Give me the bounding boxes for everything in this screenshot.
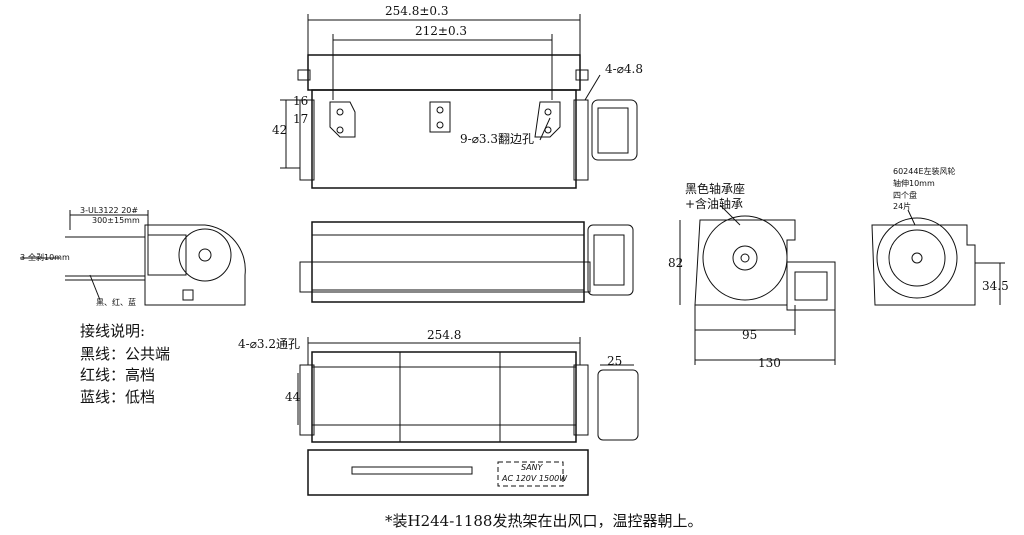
top-view-drawing [280, 14, 638, 189]
dim-254-8: 254.8 [427, 328, 462, 342]
wiring-notes-title: 接线说明: [80, 322, 146, 340]
wheel-note-4: 24片 [893, 202, 912, 211]
bottom-hole-spec: 4-⌀3.2通孔 [238, 337, 300, 351]
front-view-drawing [299, 221, 634, 303]
nameplate-brand: SANY [521, 463, 543, 472]
dim-overall-length: 254.8±0.3 [385, 4, 449, 18]
dim-hole-spacing: 212±0.3 [415, 24, 468, 38]
bearing-note-1: 黑色轴承座 [685, 182, 746, 196]
strip-spec-label: 3-全剥10mm [20, 253, 70, 262]
wheel-note-1: 60244E左装风轮 [893, 167, 956, 176]
wiring-note-black: 黑线：公共端 [80, 345, 171, 363]
wire-spec-label: 3-UL3122 20# [80, 206, 139, 215]
wheel-note-3: 四个盘 [893, 191, 917, 200]
wire-length-label: 300±15mm [92, 216, 140, 225]
hole-spec-label: 4-⌀4.8 [605, 62, 643, 76]
dim-44: 44 [285, 390, 301, 404]
wiring-note-blue: 蓝线：低档 [80, 388, 156, 406]
wire-colors-label: 黑、红、蓝 [96, 298, 136, 307]
dim-25: 25 [607, 354, 623, 368]
bearing-note-2: +含油轴承 [685, 197, 744, 211]
footer-note: *装H244-1188发热架在出风口，温控器朝上。 [385, 512, 703, 530]
end-view-right-drawing [871, 209, 1005, 306]
dim-16: 16 [293, 94, 309, 108]
wiring-note-red: 红线：高档 [80, 366, 156, 384]
dim-17: 17 [293, 112, 309, 126]
nameplate-rating: AC 120V 1500W [502, 474, 568, 483]
flange-hole-label: 9-⌀3.3翻边孔 [460, 132, 534, 146]
dim-130: 130 [758, 356, 781, 370]
dim-42: 42 [272, 123, 288, 137]
dim-95: 95 [742, 328, 758, 342]
end-view-left-drawing [679, 204, 836, 365]
dim-34-5: 34.5 [982, 279, 1009, 293]
wheel-note-2: 轴伸10mm [893, 179, 935, 188]
bottom-view-drawing [297, 337, 639, 496]
side-view-drawing [20, 210, 246, 306]
dim-82: 82 [668, 256, 684, 270]
